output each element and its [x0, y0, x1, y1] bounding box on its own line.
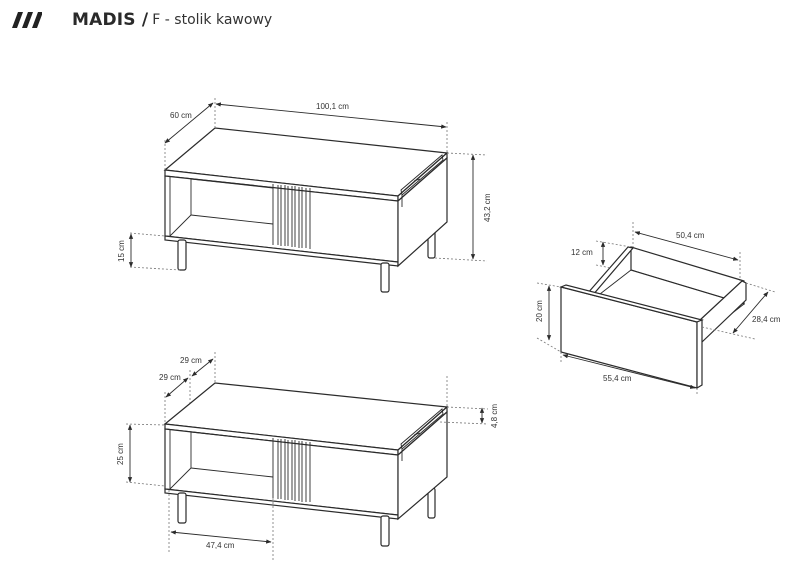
detail-table-view: 29 cm 29 cm 4,8 cm 25 cm 47,4 cm: [116, 352, 499, 562]
slat-panel: [272, 184, 311, 249]
slat-panel: [272, 438, 311, 502]
brand-title: MADIS /: [72, 10, 149, 30]
dim-drawer-front-width-label: 55,4 cm: [603, 374, 632, 383]
dim-top-thickness-label: 4,8 cm: [490, 404, 499, 428]
main-table-view: 100,1 cm 60 cm 43,2 cm 15 cm: [117, 98, 492, 293]
page-header: MADIS / F - stolik kawowy: [8, 8, 272, 32]
dim-width-label: 100,1 cm: [316, 102, 349, 111]
dim-shelf-height-label: 25 cm: [116, 443, 125, 465]
product-subtitle: F - stolik kawowy: [152, 12, 273, 28]
dim-drawer-inner-width-label: 50,4 cm: [676, 231, 705, 240]
dim-drawer-depth-label: 28,4 cm: [752, 315, 781, 324]
dim-height-label: 43,2 cm: [483, 193, 492, 222]
dim-shelf-width-label: 47,4 cm: [206, 541, 235, 550]
dim-leg-height-label: 15 cm: [117, 240, 126, 262]
triple-slash-logo-icon: [12, 12, 42, 28]
drawer-view: 50,4 cm 12 cm 20 cm 28,4 cm 55,4 cm: [535, 222, 781, 396]
dim-depth-label: 60 cm: [170, 111, 192, 120]
dim-depth-a-label: 29 cm: [159, 373, 181, 382]
dim-drawer-front-height-label: 20 cm: [535, 300, 544, 322]
dim-depth-b-label: 29 cm: [180, 356, 202, 365]
dim-drawer-inner-height-label: 12 cm: [571, 248, 593, 257]
